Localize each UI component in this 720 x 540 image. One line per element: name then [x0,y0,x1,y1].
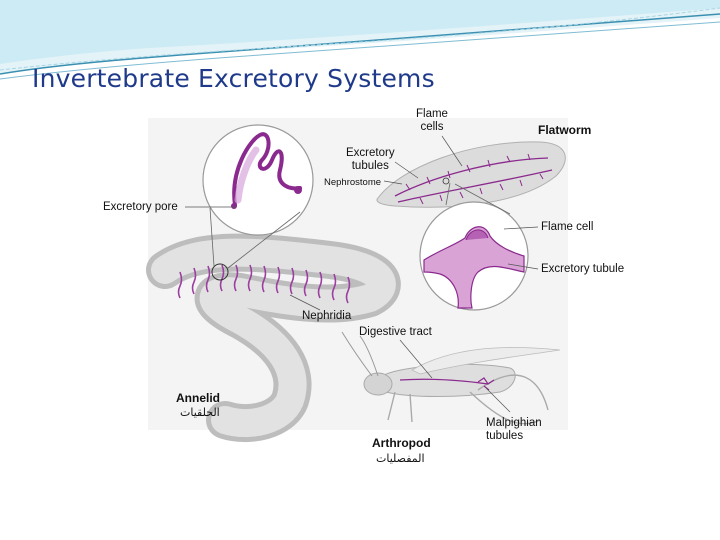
label-malpighian-line2: tubules [486,430,524,442]
slide-title: Invertebrate Excretory Systems [32,64,435,93]
label-excretory-tubules: Excretory tubules [346,147,395,173]
label-flame-cell: Flame cell [541,221,594,233]
label-flatworm: Flatworm [538,123,592,137]
label-excretory-tubule: Excretory tubule [541,263,625,275]
label-nephridia: Nephridia [302,310,352,322]
label-malpighian-line1: Malpighian [486,417,542,429]
label-annelid: Annelid [176,391,220,405]
label-excretory-pore: Excretory pore [103,201,178,213]
header-wave-decoration [0,0,720,80]
arthropod-illustration [341,331,561,425]
label-annelid-arabic: الحلقيات [180,406,220,419]
flame-cell-magnified [419,182,529,311]
nephridium-magnified [202,124,314,269]
label-flame-cells-line2: cells [420,121,444,133]
label-arthropod-arabic: المفصليات [376,452,425,465]
label-excretory-tubules-line2: tubules [351,160,389,172]
label-flame-cells: Flame cells [416,108,448,134]
label-nephrostome: Nephrostome [324,177,382,188]
label-arthropod: Arthropod [372,436,431,450]
annelid-illustration [146,233,401,443]
nephridia-loops [177,264,351,304]
leader-lines [185,135,539,413]
label-digestive-tract: Digestive tract [359,326,432,338]
label-malpighian-tubules: Malpighian tubules [486,417,542,443]
label-excretory-tubules-line1: Excretory [346,147,395,159]
label-flame-cells-line1: Flame [416,108,448,120]
flatworm-illustration [376,141,566,208]
